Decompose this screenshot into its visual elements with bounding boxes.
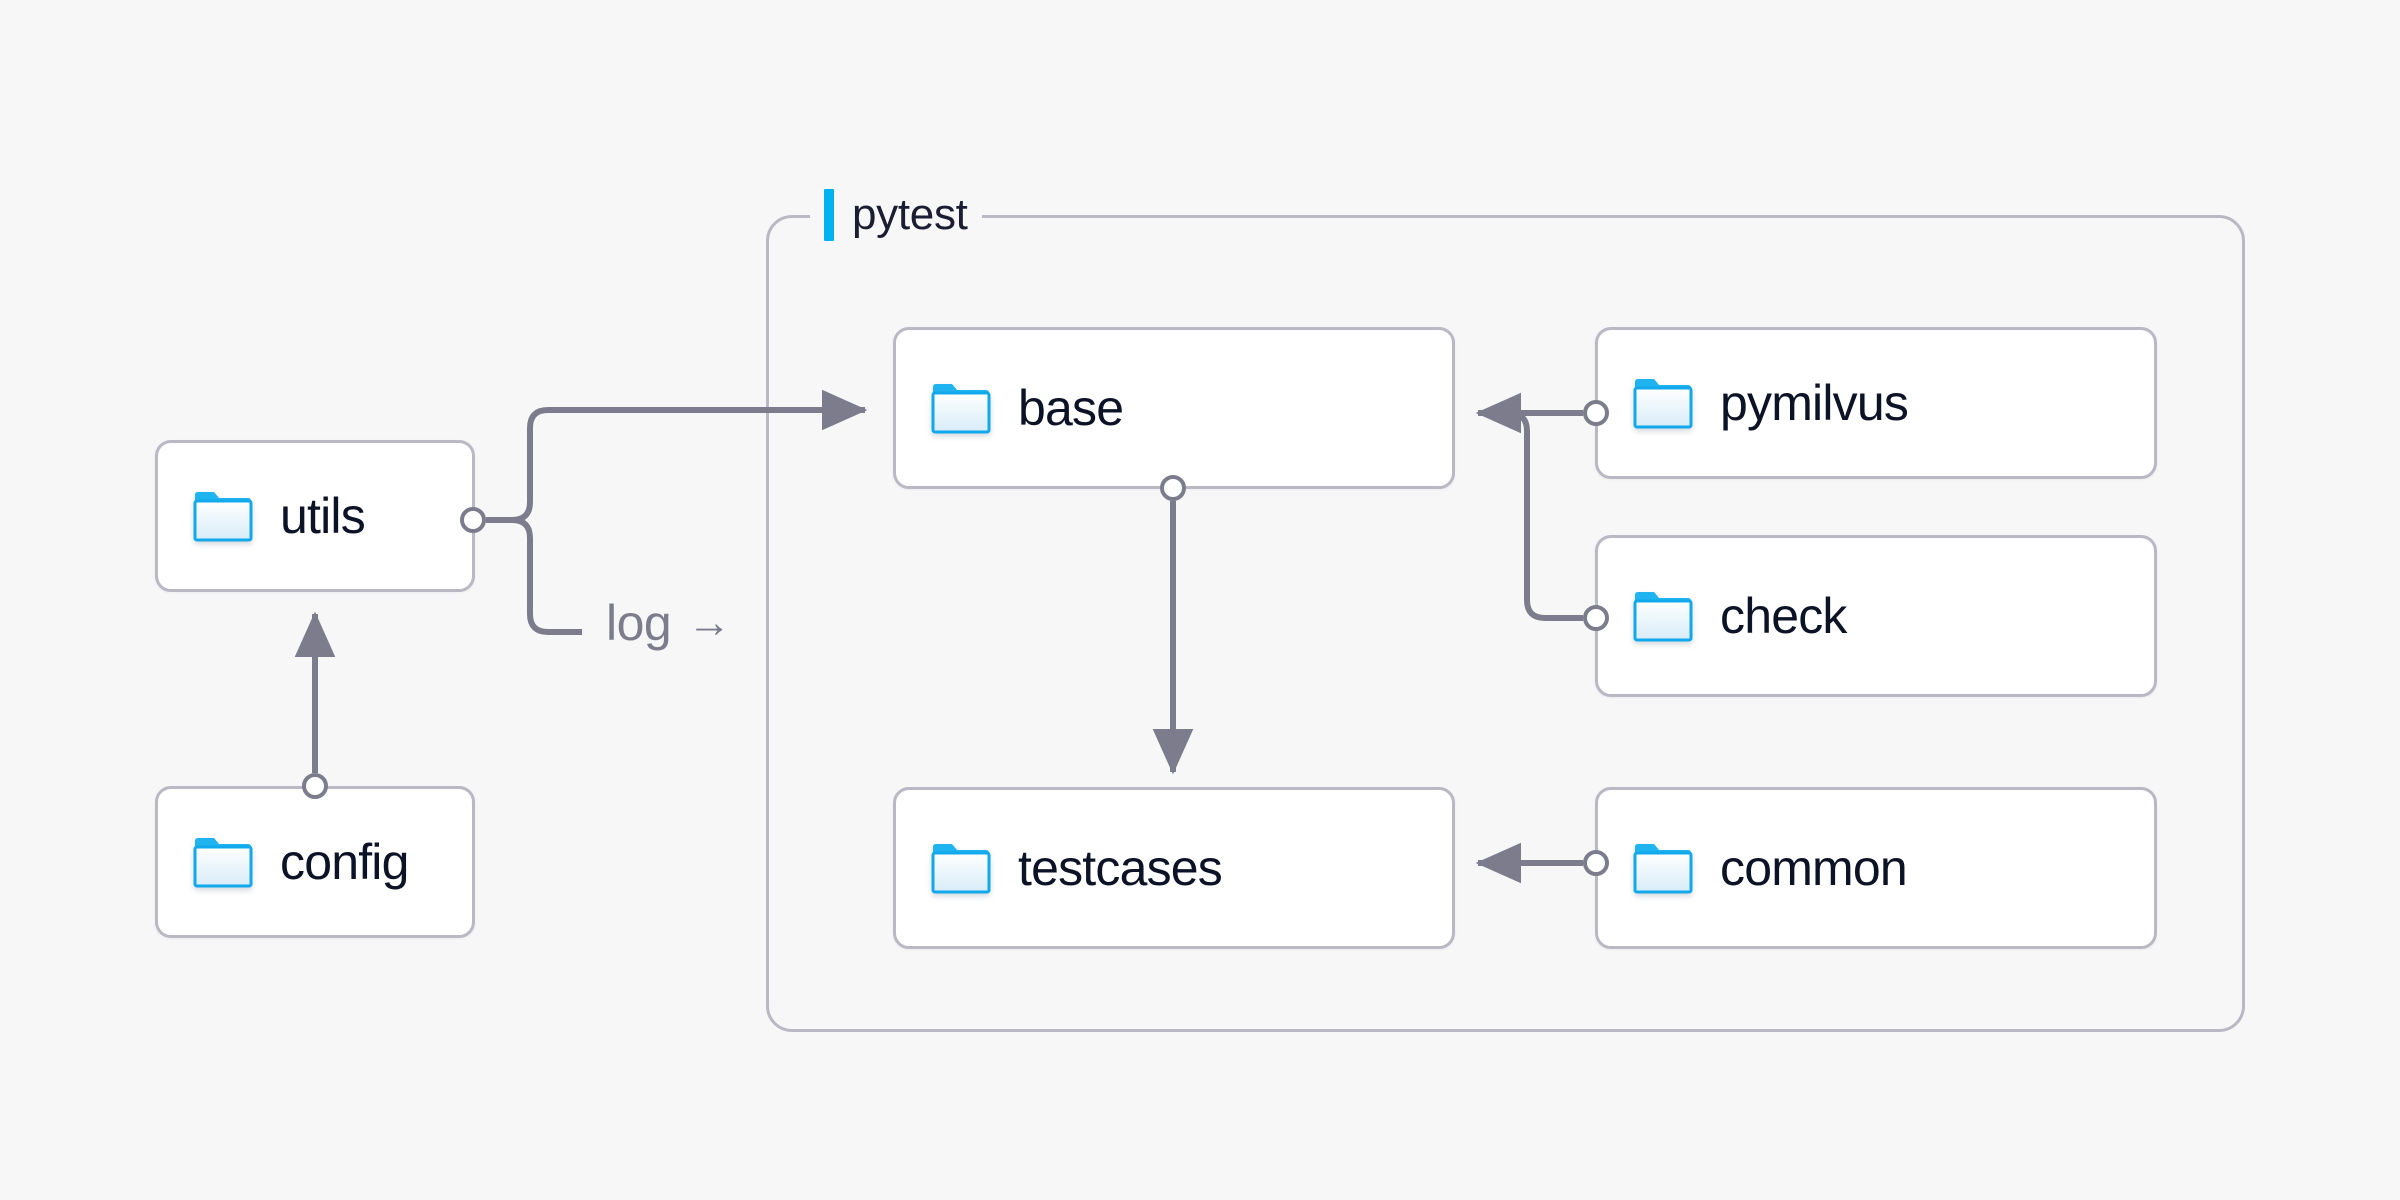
node-check-label: check: [1720, 588, 1847, 644]
node-pymilvus-label: pymilvus: [1720, 375, 1909, 431]
handle-pymilvus-out[interactable]: [1583, 400, 1609, 426]
node-check[interactable]: check: [1595, 535, 2157, 697]
edge-label-log: log →: [598, 598, 739, 648]
handle-common-out[interactable]: [1583, 850, 1609, 876]
handle-config-out[interactable]: [302, 773, 328, 799]
folder-icon: [193, 492, 253, 542]
handle-base-out[interactable]: [1160, 475, 1186, 501]
handle-check-out[interactable]: [1583, 605, 1609, 631]
node-utils[interactable]: utils: [155, 440, 475, 592]
node-base[interactable]: base: [893, 327, 1455, 489]
node-pymilvus[interactable]: pymilvus: [1595, 327, 2157, 479]
group-pytest[interactable]: [766, 215, 2245, 1032]
folder-icon: [1633, 592, 1693, 642]
node-config[interactable]: config: [155, 786, 475, 938]
edge-utils-to-log: [486, 517, 582, 635]
folder-icon: [931, 384, 991, 434]
node-testcases[interactable]: testcases: [893, 787, 1455, 949]
arrow-right-icon: →: [687, 598, 731, 647]
node-utils-label: utils: [280, 488, 366, 544]
group-label-text: pytest: [852, 190, 968, 239]
node-testcases-label: testcases: [1018, 840, 1223, 896]
folder-icon: [193, 838, 253, 888]
folder-icon: [931, 844, 991, 894]
group-pytest-label[interactable]: pytest: [810, 183, 982, 247]
folder-icon: [1633, 379, 1693, 429]
folder-icon: [1633, 844, 1693, 894]
group-accent-bar: [824, 189, 834, 241]
handle-utils-out[interactable]: [460, 507, 486, 533]
node-config-label: config: [280, 834, 409, 890]
edge-label-log-text: log: [606, 595, 672, 651]
node-common-label: common: [1720, 840, 1908, 896]
node-common[interactable]: common: [1595, 787, 2157, 949]
node-base-label: base: [1018, 380, 1124, 436]
